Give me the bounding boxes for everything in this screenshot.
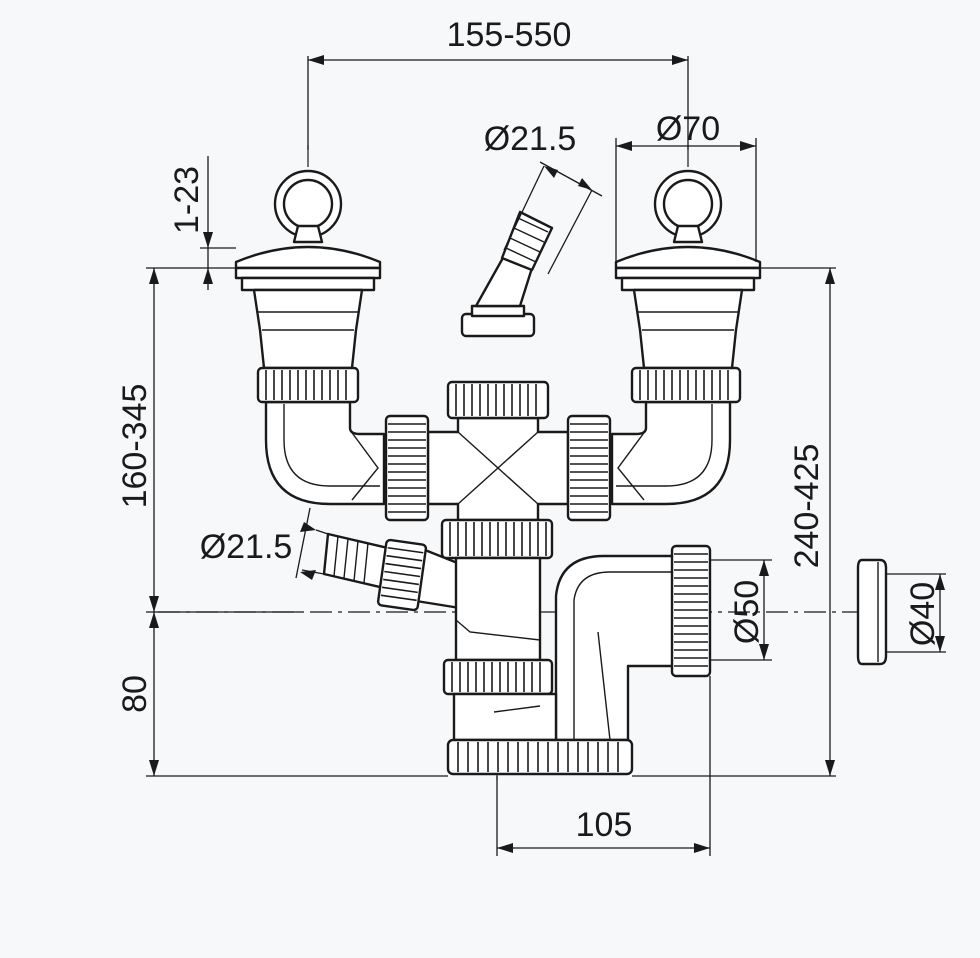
dim-outlet-diameter: Ø50 [728, 580, 766, 644]
right-basket-strainer [614, 169, 762, 370]
side-hose-connector [322, 532, 467, 612]
dim-outlet-offset: 105 [576, 806, 633, 844]
bottle-trap [442, 544, 712, 776]
dim-overflow-height: 1-23 [168, 166, 206, 234]
dim-adapter-diameter: Ø40 [904, 582, 942, 646]
overflow-hose-connector [460, 210, 554, 338]
dimension-lines [146, 55, 946, 856]
cross-connector [384, 380, 612, 560]
right-elbow [610, 366, 742, 506]
dimension-labels: 155-550 Ø21.5 Ø70 1-23 160-345 Ø21.5 240… [116, 16, 942, 844]
dim-trap-height: 80 [116, 675, 154, 713]
left-elbow [256, 366, 386, 506]
reducer-seal [856, 558, 888, 666]
dim-overflow-hose-diameter: Ø21.5 [484, 120, 577, 158]
dim-top-spacing: 155-550 [447, 16, 572, 54]
dim-total-height: 240-425 [788, 444, 826, 569]
dim-side-hose-diameter: Ø21.5 [200, 528, 293, 566]
dim-basket-diameter: Ø70 [656, 110, 720, 148]
left-basket-strainer [234, 169, 382, 370]
dim-left-height: 160-345 [116, 384, 154, 509]
